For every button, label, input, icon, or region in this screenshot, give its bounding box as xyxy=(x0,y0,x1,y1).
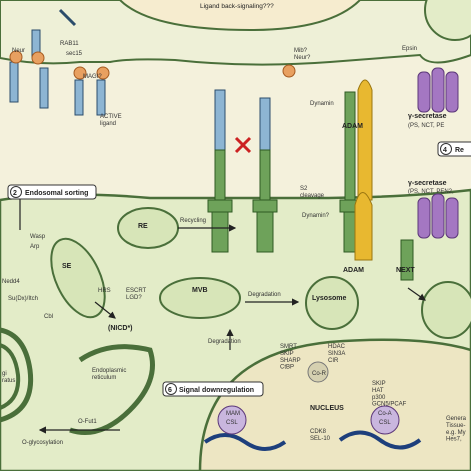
degradation-label-2: Degradation xyxy=(208,339,241,345)
gamma-secretase-sub-1: (PS, NCT, PE xyxy=(408,123,444,129)
se-label: SE xyxy=(62,263,72,270)
neur-label: Neur xyxy=(12,48,25,54)
ligand-receptor-pair-1 xyxy=(207,89,233,253)
lysosome-label: Lysosome xyxy=(312,295,346,302)
csl-complex-right xyxy=(370,405,400,435)
top-signaling-label: Ligand back-signaling??? xyxy=(200,3,274,10)
o-glycosylation-label: O-glycosylation xyxy=(22,440,63,446)
hrs-label: HRS xyxy=(98,288,111,294)
adam-label-top: ADAM xyxy=(342,123,363,130)
nucleus xyxy=(198,338,471,471)
mib-neur-label: Mib?Neur? xyxy=(294,48,311,61)
cor-label: Co-R xyxy=(312,371,327,377)
step-badge-6 xyxy=(162,381,264,397)
gamma-secretase-mid xyxy=(417,193,459,239)
next-label: NEXT xyxy=(396,267,415,274)
sec15-label: sec15 xyxy=(66,51,83,57)
epsin-label: Epsin xyxy=(402,46,417,52)
dynamin-label: Dynamin xyxy=(310,101,334,107)
magi-label: MAGI? xyxy=(83,74,102,80)
adam-label-bottom: ADAM xyxy=(343,267,364,274)
step4-number: 4 xyxy=(443,147,447,154)
dynamin2-label: Dynamin? xyxy=(302,213,330,219)
gamma-secretase-top xyxy=(417,67,459,113)
arp-label: Arp xyxy=(30,244,40,250)
flow-arrows xyxy=(19,190,426,434)
ubiquitin-vesicle-right xyxy=(421,281,471,339)
multivesicular-body xyxy=(159,277,241,319)
csl-label-right: CSL xyxy=(379,420,391,426)
fringe-label: O-Fut1 xyxy=(78,419,97,425)
recycling-endosome xyxy=(117,207,179,249)
lysosome xyxy=(305,276,359,330)
step-badge-2 xyxy=(7,184,97,200)
golgi-stack-1 xyxy=(0,327,34,423)
csl-label-left: CSL xyxy=(226,420,238,426)
dna-strand-left xyxy=(203,433,287,451)
corepressor-complex xyxy=(307,361,329,383)
adam-protease-top xyxy=(357,79,373,201)
mam-label-left: MAM xyxy=(226,411,240,417)
ligand-vesicle-top xyxy=(119,0,361,32)
re-label: RE xyxy=(138,223,148,230)
gamma-secretase-sub-2: (PS, NCT, PEN2, xyxy=(408,189,454,195)
step-badge-4 xyxy=(437,141,471,157)
step6-number: 6 xyxy=(168,387,172,394)
rab11-label: RAB11 xyxy=(60,41,79,47)
nucleus-label: NUCLEUS xyxy=(310,405,344,412)
csl-complex-left xyxy=(217,405,247,435)
cbl-label: Cbl xyxy=(44,314,53,320)
step2-label: Endosomal sorting xyxy=(25,190,88,197)
ligand-proteins-left xyxy=(9,8,106,116)
sorting-endosome xyxy=(50,237,106,319)
golgi-stack-2 xyxy=(0,343,21,410)
step6-label: Signal downregulation xyxy=(179,387,254,394)
step4-label: Re xyxy=(455,147,464,154)
su-dx-itch-label: Su(Dx)/Itch xyxy=(8,296,38,302)
nicd-label: (NICD*) xyxy=(108,325,133,332)
gamma-secretase-title-1: γ-secretase xyxy=(408,113,447,120)
step2-number: 2 xyxy=(13,190,17,197)
ub-tags-left xyxy=(9,50,296,80)
top-right-vesicle xyxy=(424,0,471,41)
adam-protease-bottom xyxy=(354,192,373,261)
coa-label: Co-A xyxy=(378,411,392,417)
ligand-receptor-pair-2 xyxy=(252,97,278,253)
recycling-label: Recycling xyxy=(180,218,206,224)
signaling-cell xyxy=(0,0,471,66)
mvb-label: MVB xyxy=(192,287,208,294)
degradation-label-1: Degradation xyxy=(248,292,281,298)
wasp-label: Wasp xyxy=(30,234,46,240)
nedd4-label: Nedd4 xyxy=(2,279,20,285)
block-x-mark xyxy=(234,136,252,154)
gamma-secretase-title-2: γ-secretase xyxy=(408,180,447,187)
dna-strand-right xyxy=(338,430,422,450)
